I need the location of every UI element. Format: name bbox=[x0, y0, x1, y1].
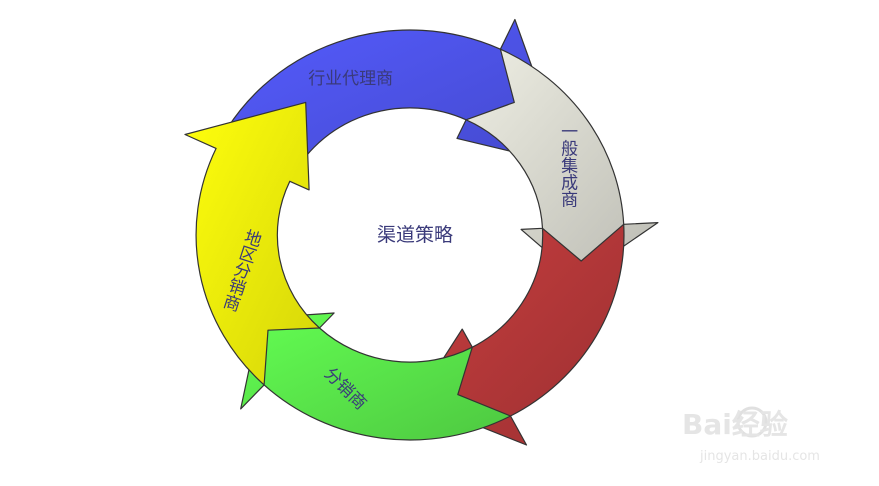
segment-label-2: 一般集成商 bbox=[557, 122, 578, 208]
cycle-arrow-3 bbox=[415, 223, 625, 446]
watermark-logo-text: Bai经验 bbox=[682, 408, 788, 441]
cycle-arrow-4 bbox=[240, 312, 512, 441]
center-label: 渠道策略 bbox=[377, 224, 453, 246]
segment-label-1: 行业代理商 bbox=[308, 69, 393, 89]
paw-logo-icon bbox=[736, 406, 768, 438]
watermark-url: jingyan.baidu.com bbox=[699, 449, 820, 464]
cycle-arrow-5 bbox=[184, 101, 321, 386]
watermark: Bai经验 jingyan.baidu.com bbox=[682, 406, 820, 464]
cycle-arrow-2 bbox=[465, 48, 659, 279]
